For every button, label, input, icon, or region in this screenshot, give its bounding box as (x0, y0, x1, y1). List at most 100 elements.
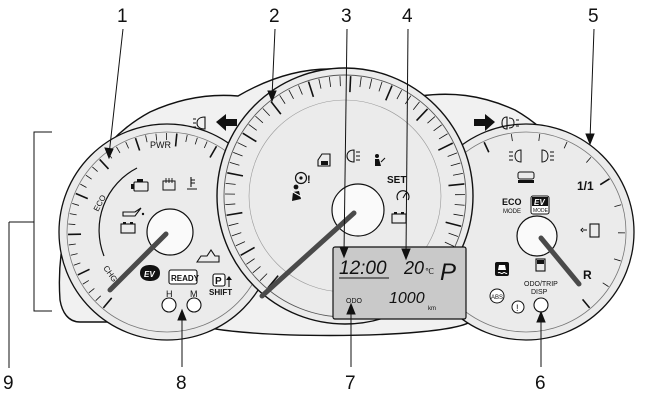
speedometer-tick (452, 172, 463, 176)
temperature-unit: ℃ (425, 267, 434, 276)
front-fog-icon (509, 149, 522, 163)
speedometer-tick (233, 151, 243, 157)
speedometer-tick (240, 246, 255, 256)
speedometer-tick (448, 232, 459, 237)
right-turn-signal-icon (474, 114, 495, 131)
left-turn-signal-icon (216, 114, 237, 131)
speedometer-tick (415, 108, 429, 122)
fuel-gauge-tick (586, 157, 592, 163)
multi-information-display: 12:00 20 ℃ P ODO 1000 km (332, 246, 467, 320)
callout-3: 3 (341, 6, 352, 27)
rear-fog-icon (541, 149, 554, 163)
odometer-unit: km (428, 306, 436, 312)
outside-temperature: 20 (403, 258, 424, 278)
coolant-temp-icon (187, 177, 197, 190)
button-h-label: H (166, 289, 173, 299)
power-meter-tick (145, 135, 148, 143)
speedometer-tick (270, 101, 282, 115)
speedometer-tick (427, 116, 436, 124)
abs-warning-icon: ABS (489, 288, 505, 304)
power-meter-tick (73, 262, 81, 266)
callout-leaders (8, 28, 595, 368)
battery-charge-icon (120, 222, 136, 234)
speedometer-tick (288, 89, 294, 99)
svg-text:ABS: ABS (491, 295, 503, 301)
clock-display: 12:00 (339, 258, 387, 279)
power-meter-tick (69, 213, 77, 216)
power-meter-tick (174, 133, 178, 147)
headlight-indicator-icon (193, 116, 206, 130)
fuel-gauge-tick (613, 258, 621, 262)
speedometer-tick (447, 152, 458, 157)
speedometer-tick (226, 211, 243, 217)
power-meter-tick (95, 295, 102, 301)
power-meter-tick (72, 203, 80, 206)
fuel-gauge-tick (602, 282, 609, 287)
power-meter-tick (70, 253, 78, 256)
fuel-gauge-needle (538, 235, 582, 287)
speedometer-tick (444, 241, 455, 247)
oil-pressure-icon (122, 207, 145, 217)
steering-warning-icon: ! (294, 171, 311, 186)
brightness-m-button[interactable] (186, 297, 202, 313)
callout-4: 4 (402, 6, 413, 27)
odo-trip-button[interactable] (533, 297, 549, 313)
shift-position-indicator: P (440, 259, 456, 286)
power-meter-tick (203, 141, 208, 149)
door-open-icon (317, 153, 331, 167)
p-shift-indicator: P SHIFT (209, 273, 232, 297)
fuel-gauge-tick (581, 298, 591, 309)
speedometer-tick (369, 78, 373, 89)
eco-mode-indicator: ECO MODE (502, 197, 522, 215)
speedometer-gauge: ! SET 12:00 (216, 67, 474, 325)
low-fuel-icon (535, 258, 546, 272)
power-meter-tick (116, 146, 121, 154)
power-meter-tick (92, 166, 98, 172)
speedometer-tick (298, 85, 303, 95)
svg-text:ECO: ECO (502, 197, 522, 207)
speedometer-tick (448, 183, 465, 187)
speedometer-tick (378, 81, 383, 92)
high-beam-icon (346, 149, 360, 163)
speedometer-tick (227, 172, 244, 177)
speedometer-tick (259, 273, 268, 281)
ev-mode-indicator: EV MODE (530, 195, 550, 215)
speedometer-tick (242, 132, 257, 143)
power-meter-tick (68, 223, 76, 225)
svg-text:EV: EV (144, 270, 155, 279)
hybrid-system-icon (195, 249, 220, 263)
svg-text:P: P (215, 276, 222, 287)
speedometer-tick (307, 81, 315, 98)
brake-warning-icon: ! (511, 300, 525, 314)
speedometer-tick (228, 222, 239, 227)
brightness-h-button[interactable] (161, 297, 177, 313)
callout-8: 8 (176, 373, 187, 394)
rear-defogger-icon (162, 178, 176, 191)
fuel-gauge-tick (563, 141, 568, 149)
speedometer-tick (412, 101, 420, 111)
svg-text:EV: EV (534, 198, 545, 207)
odo-trip-disp-label: DISP (531, 289, 548, 296)
speedometer-tick (262, 108, 271, 117)
power-meter-tick (80, 183, 87, 188)
power-meter-needle (107, 231, 169, 293)
passenger-airbag-icon (375, 154, 386, 166)
slip-indicator-icon (495, 262, 509, 276)
cruise-set-label: SET (387, 175, 406, 186)
speedometer-tick (225, 203, 236, 206)
engine-check-icon (131, 179, 149, 192)
callout-6: 6 (535, 373, 546, 394)
speedometer-tick (396, 90, 403, 100)
fuel-full-label: 1/1 (577, 179, 594, 193)
power-meter-tick (102, 297, 113, 309)
callout-7: 7 (345, 373, 356, 394)
speedometer-tick (279, 95, 286, 104)
fuel-gauge-tick (483, 141, 490, 153)
cruise-control-icon (396, 190, 410, 201)
callout-9: 9 (3, 373, 14, 394)
svg-text:MODE: MODE (503, 209, 521, 215)
speedometer-tick (235, 241, 246, 247)
pwr-label: PWR (150, 140, 171, 150)
power-meter-tick (155, 133, 158, 141)
svg-text:MODE: MODE (533, 208, 549, 214)
